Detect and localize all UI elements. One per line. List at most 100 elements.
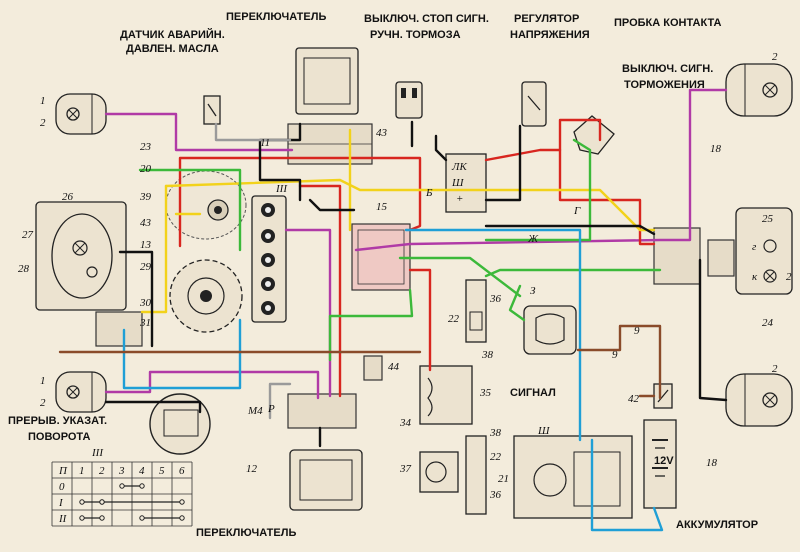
horn-signal [523,305,577,355]
interrupter-label-1: ПРЕРЫВ. УКАЗАТ. [8,415,107,427]
brake-signal-switch [573,115,615,155]
regulator-label-1: РЕГУЛЯТОР [514,13,579,25]
svg-text:38: 38 [481,349,494,361]
svg-text:38: 38 [489,427,502,439]
battery-voltage: 12V [654,455,674,467]
svg-text:26: 26 [62,191,74,203]
svg-text:36: 36 [489,489,502,501]
table-title: III [91,447,104,459]
generator [513,435,633,519]
headlight-left-bottom [55,371,107,413]
svg-text:Г: Г [573,205,581,217]
oil-sensor-label-2: ДАВЛЕН. МАСЛА [126,43,219,55]
table-row-label: 0 [59,481,65,493]
oil-pressure-sensor [203,95,221,125]
svg-text:23: 23 [140,141,152,153]
svg-text:31: 31 [139,317,151,329]
svg-text:28: 28 [18,263,30,275]
svg-text:35: 35 [479,387,492,399]
table-contact [119,483,125,489]
headlamp-unit [35,201,127,311]
svg-text:9: 9 [634,325,640,337]
table-header-cell: 3 [118,465,125,477]
svg-text:42: 42 [628,393,640,405]
svg-text:1: 1 [40,95,46,107]
svg-text:13: 13 [140,239,152,251]
table-row-label: II [58,513,68,525]
stop-switch-label-1: ВЫКЛЮЧ. СТОП СИГН. [364,13,489,25]
switch-top-label: ПЕРЕКЛЮЧАТЕЛЬ [226,11,326,23]
svg-text:29: 29 [140,261,152,273]
table-contact [79,515,85,521]
svg-text:44: 44 [388,361,400,373]
contact-plug-label: ПРОБКА КОНТАКТА [614,17,721,29]
headlight-left-top [55,93,107,135]
table-header-cell: П [58,465,68,477]
table-contact [179,499,185,505]
contact-plug [521,81,547,127]
brake-switch-label-1: ВЫКЛЮЧ. СИГН. [622,63,713,75]
svg-text:20: 20 [140,163,152,175]
svg-text:2: 2 [40,397,46,409]
table-header-cell: 6 [179,465,185,477]
connector-bottom [287,393,357,429]
svg-text:36: 36 [489,293,502,305]
accumulator-label: АККУМУЛЯТОР [676,519,758,531]
regulator-terminal-lk: ЛК [451,161,467,173]
mass-switch [653,383,673,409]
signal-label: СИГНАЛ [510,387,556,399]
svg-text:Б: Б [425,187,433,199]
handbrake-stop-switch [395,81,423,119]
svg-text:Ж: Ж [527,233,539,245]
svg-text:43: 43 [376,127,388,139]
svg-text:21: 21 [498,473,509,485]
svg-text:9: 9 [612,349,618,361]
table-header-cell: 4 [139,465,145,477]
table-header-cell: 1 [79,465,85,477]
svg-text:З: З [530,285,536,297]
svg-text:Р: Р [267,403,275,415]
svg-text:2: 2 [786,271,792,283]
svg-text:22: 22 [490,451,502,463]
regulator-terminal-sh: Ш [451,177,464,189]
bottom-switch-unit [289,449,363,511]
battery [643,419,677,509]
table-contact [79,499,85,505]
voltage-regulator [445,153,487,213]
svg-text:34: 34 [399,417,412,429]
generator-terminal: Ш [537,425,550,437]
svg-text:39: 39 [139,191,152,203]
table-contact [179,515,185,521]
regulator-label-2: НАПРЯЖЕНИЯ [510,29,590,41]
lamp-marker-g: г [752,241,757,253]
svg-text:М4: М4 [247,405,263,417]
table-header-cell: 5 [159,465,165,477]
connector-right [653,227,735,285]
top-switch-unit [295,47,359,115]
svg-text:1: 1 [40,375,46,387]
table-contact [139,515,145,521]
taillight-right-top [725,63,793,117]
fuse-22-36 [465,279,487,343]
relay-35 [419,365,473,425]
ignition-switch [169,259,243,333]
svg-text:15: 15 [376,201,388,213]
brake-switch-label-2: ТОРМОЖЕНИЯ [624,79,705,91]
svg-text:2: 2 [772,51,778,63]
table-row-label: I [58,497,64,509]
regulator-terminal-plus: + [456,193,463,205]
turn-signal-interrupter [149,393,211,455]
table-header-cell: 2 [99,465,105,477]
fuse-bottom [465,435,487,515]
indicator-lamp-column [251,195,287,323]
svg-text:30: 30 [139,297,152,309]
svg-text:24: 24 [762,317,774,329]
connector-left [95,311,143,347]
svg-text:12: 12 [246,463,258,475]
table-contact [99,499,105,505]
svg-text:25: 25 [762,213,774,225]
